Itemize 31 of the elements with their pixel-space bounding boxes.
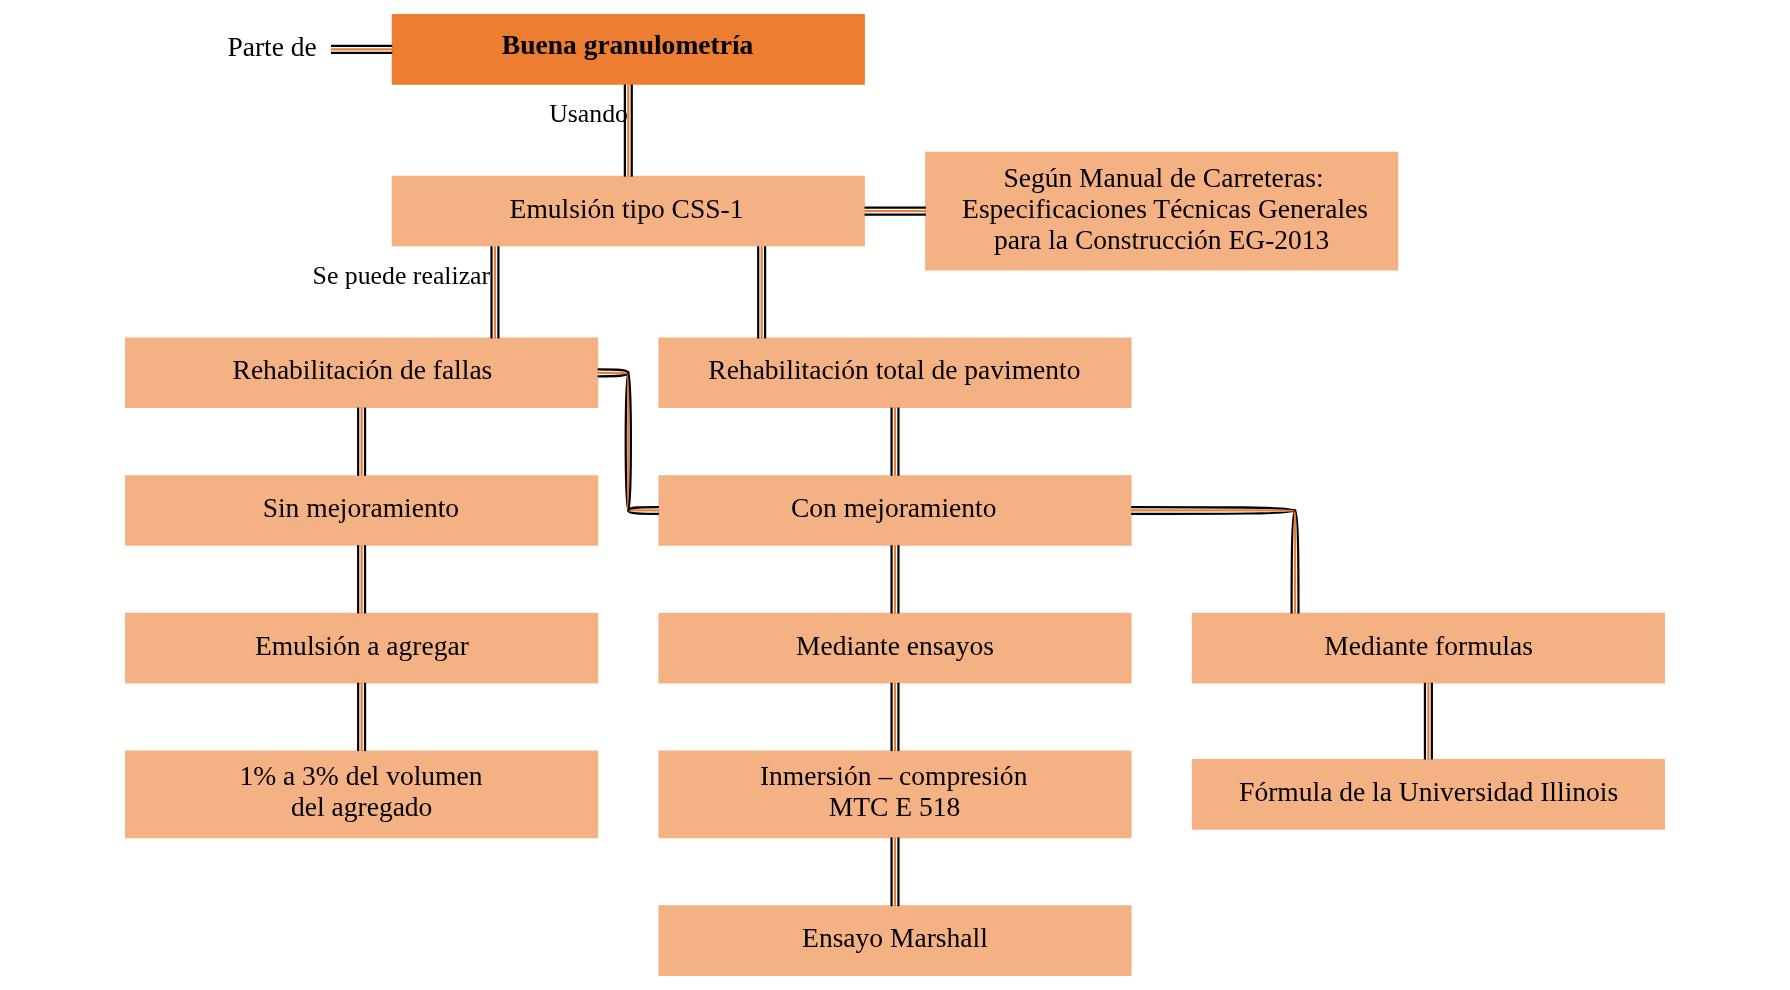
node-box: Fórmula de la Universidad Illinois [1191, 759, 1665, 830]
node-box: Rehabilitación de fallas [125, 337, 599, 409]
connector [1423, 682, 1433, 760]
node-box: Emulsión tipo CSS-1 [391, 175, 865, 247]
connector [890, 682, 900, 752]
node-box: Buena granulometría [391, 14, 865, 85]
node-box: Según Manual de Carreteras: Especificaciones Técnicas Generales para la Construcción EG-2013 [925, 151, 1399, 271]
connector [1131, 505, 1300, 614]
connector [490, 246, 500, 339]
connector [597, 368, 659, 516]
connector [357, 545, 367, 614]
edge-label: Se puede realizar [312, 260, 491, 290]
connector [757, 246, 767, 339]
node-box: Emulsión a agregar [125, 612, 599, 684]
node-box: Mediante formulas [1191, 612, 1665, 684]
connector [357, 682, 367, 752]
connector [623, 84, 633, 177]
connector [890, 545, 900, 614]
node-box: Ensayo Marshall [658, 905, 1132, 976]
node-box: Con mejoramiento [658, 475, 1132, 546]
connector [330, 44, 393, 54]
node-text: Parte de [227, 30, 317, 62]
node-box: Inmersión – compresión MTC E 518 [658, 750, 1132, 839]
connector [864, 206, 926, 216]
connector [357, 407, 367, 476]
node-box: Mediante ensayos [658, 612, 1132, 684]
node-box: 1% a 3% del volumen del agregado [125, 750, 599, 839]
node-box: Sin mejoramiento [125, 475, 599, 546]
node-box: Rehabilitación total de pavimento [658, 337, 1132, 409]
connector [890, 407, 900, 476]
connector [890, 837, 900, 907]
